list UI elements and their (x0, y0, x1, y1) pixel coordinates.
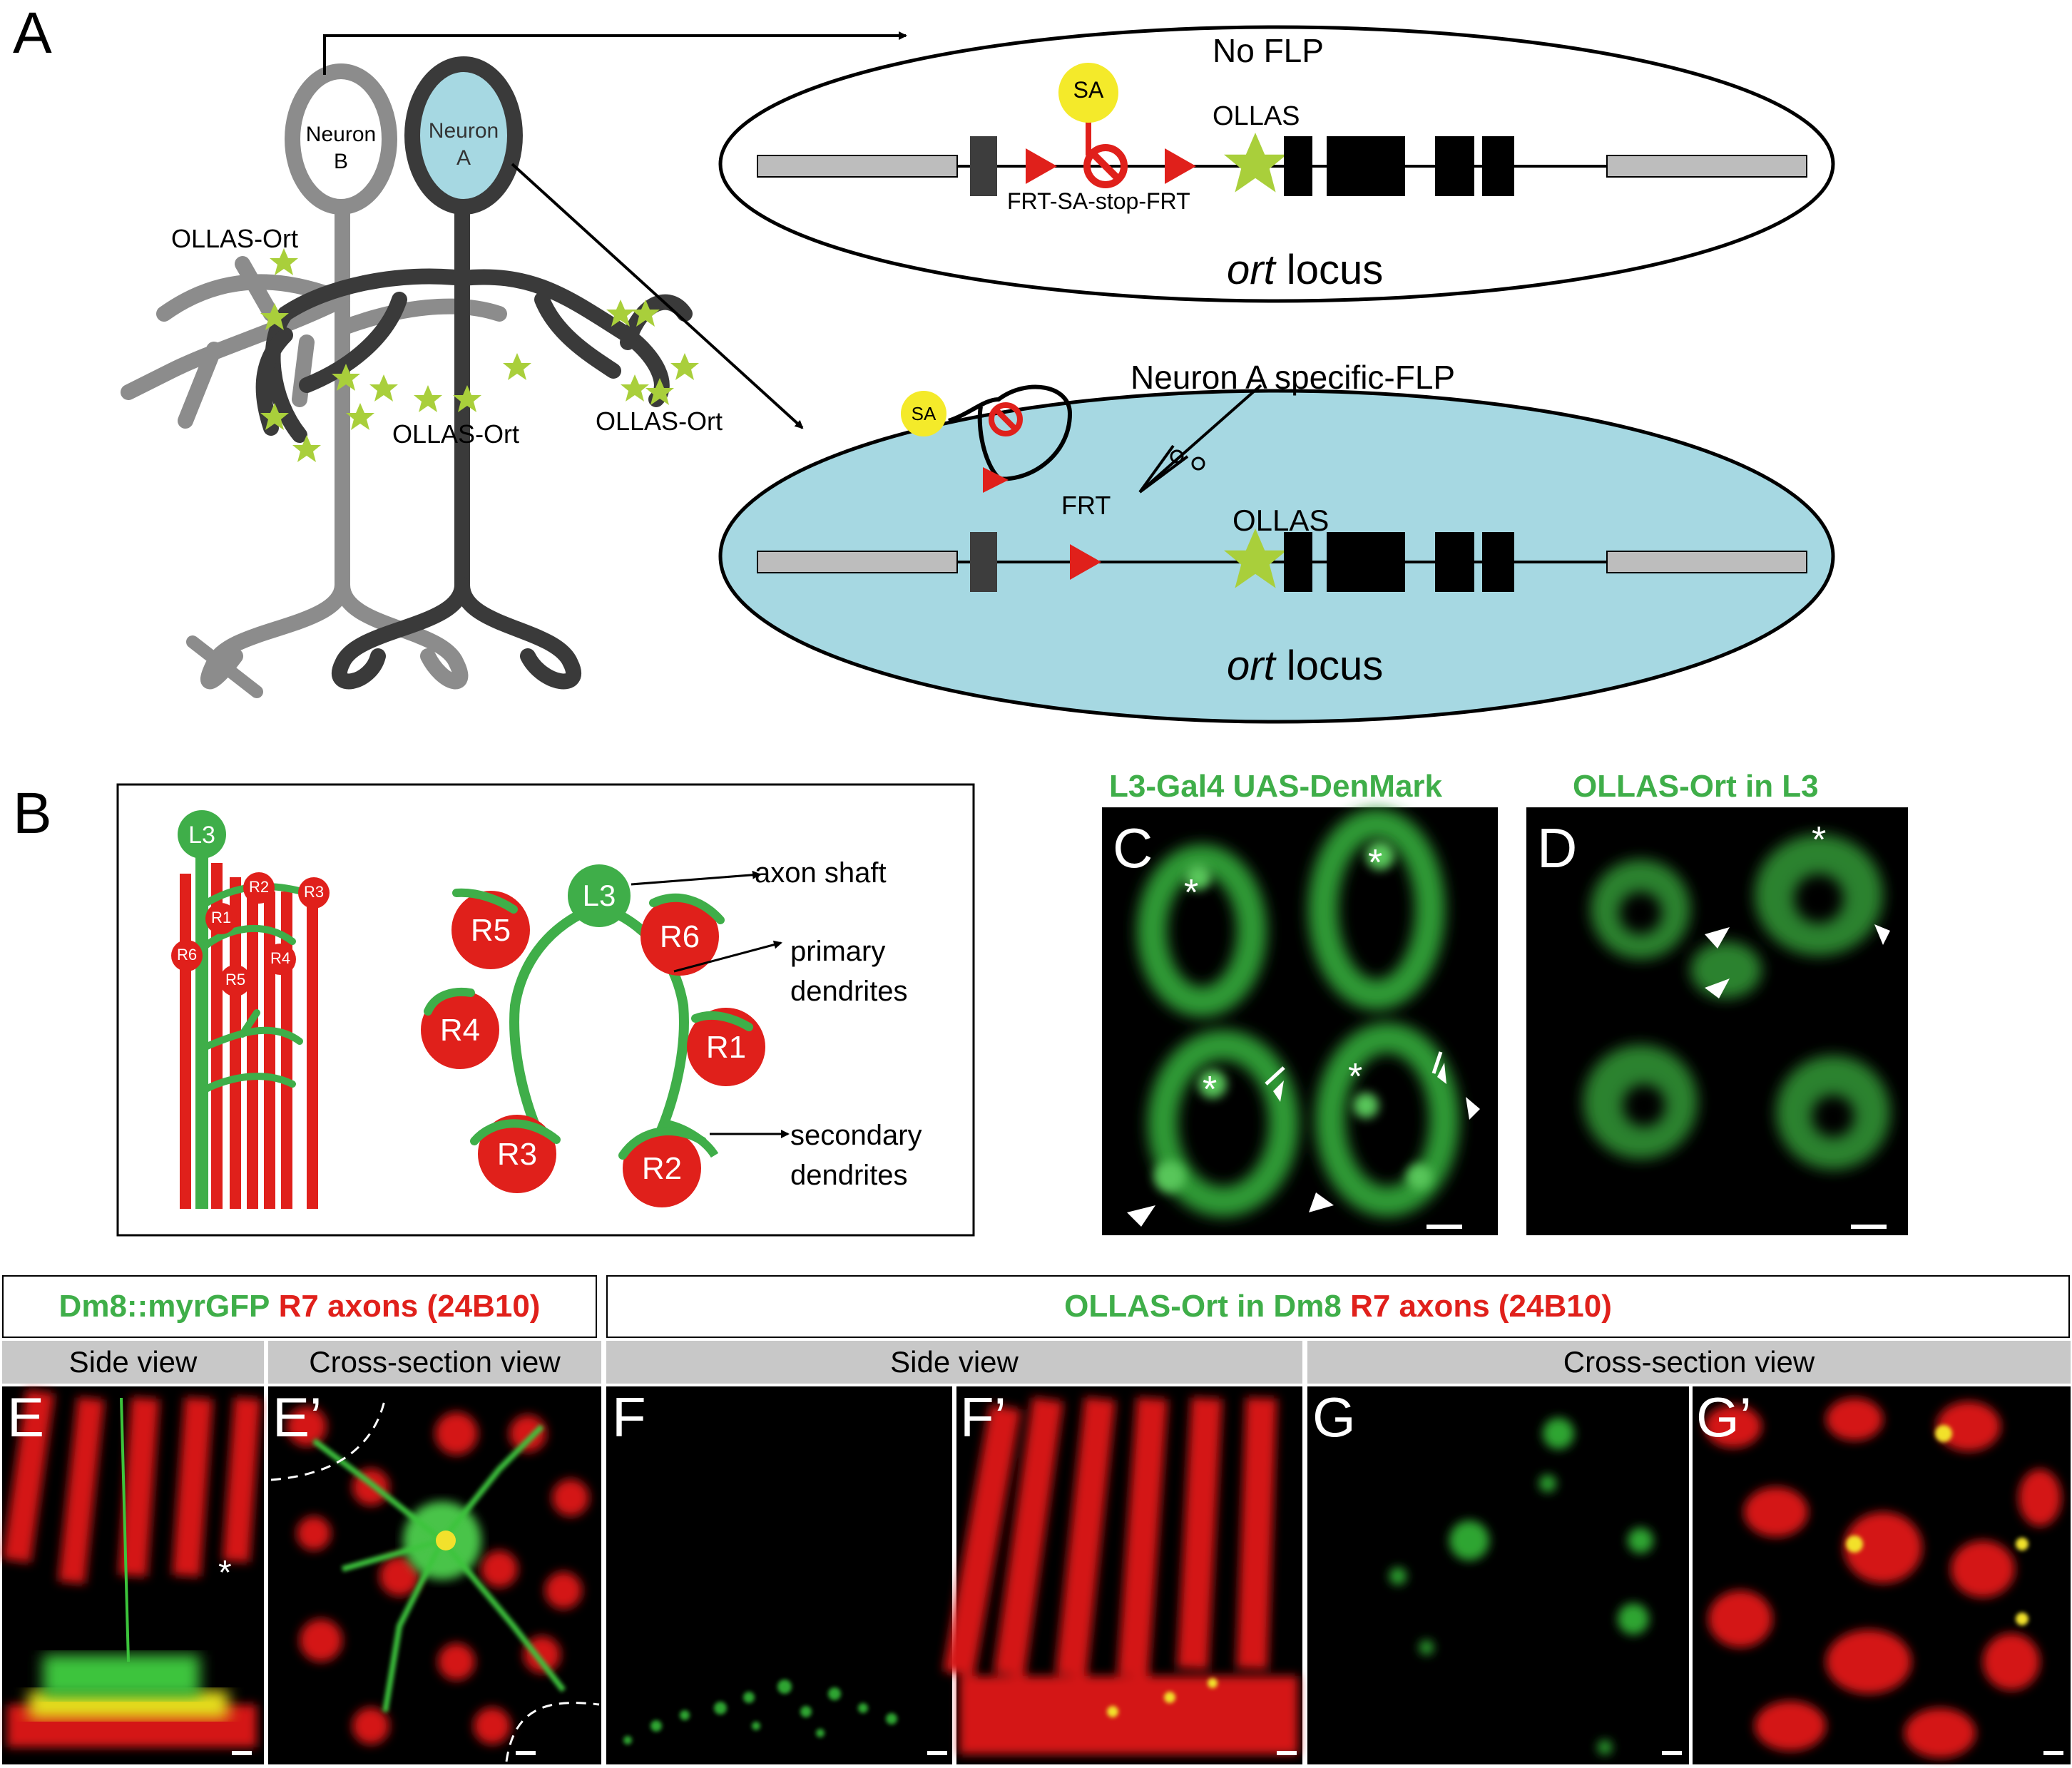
panel-label-a: A (13, 1, 52, 66)
c-asterisk-4: * (1348, 1056, 1363, 1098)
header-right-green: OLLAS-Ort in Dm8 (1064, 1289, 1342, 1324)
panel-label-e: E (7, 1386, 45, 1448)
ort-italic-top: ort (1227, 247, 1275, 293)
annot-primary-line2: dendrites (790, 976, 908, 1007)
b-left-r3: R3 (303, 883, 325, 901)
panel-c-micrograph (1102, 807, 1498, 1235)
d-asterisk: * (1812, 819, 1827, 861)
neuron-a-label: Neuron A (414, 118, 514, 172)
neuron-a-soma (404, 56, 523, 215)
neuron-a-label-line1: Neuron (428, 119, 499, 143)
ollas-ort-label-1: OLLAS-Ort (171, 224, 299, 253)
ort-locus-label-bottom: ort locus (1227, 642, 1383, 690)
c-asterisk-2: * (1368, 842, 1383, 884)
c-asterisk-1: * (1184, 872, 1199, 914)
header-right-red: R7 axons (24B10) (1350, 1289, 1612, 1324)
annot-secondary-line1: secondary (790, 1120, 922, 1151)
b-left-r6: R6 (176, 946, 198, 964)
ollas-label-bottom: OLLAS (1233, 504, 1330, 537)
ollas-ort-label-2: OLLAS-Ort (392, 419, 520, 449)
ollas-stars (260, 248, 699, 462)
ort-italic-bottom: ort (1227, 643, 1275, 689)
panel-label-g: G (1312, 1386, 1356, 1448)
neuron-b-label-line1: Neuron (305, 123, 377, 146)
c-asterisk-3: * (1203, 1069, 1218, 1110)
panel-f-micrograph (606, 1386, 952, 1764)
header-left-green: Dm8::myrGFP (58, 1289, 270, 1324)
b-right-r3: R3 (496, 1137, 538, 1172)
panel-label-d: D (1537, 817, 1578, 879)
panel-g-micrograph (1307, 1386, 1689, 1764)
arrow-to-flp (511, 163, 804, 429)
annot-secondary-dendrites: secondary dendrites (790, 1115, 922, 1195)
locus-word-bottom: locus (1275, 643, 1384, 689)
panel-e-micrograph (2, 1386, 264, 1764)
panel-label-g-prime: G’ (1696, 1386, 1752, 1448)
panel-label-f-prime: F’ (960, 1386, 1006, 1448)
header-dm8-myrgfp: Dm8::myrGFP R7 axons (24B10) (2, 1275, 597, 1338)
b-right-r6: R6 (659, 919, 700, 954)
neuron-b-label: Neuron B (294, 121, 388, 175)
ollas-ort-label-3: OLLAS-Ort (596, 407, 723, 436)
neuron-b-label-line2: B (333, 150, 348, 173)
panel-f2-micrograph (943, 1386, 1302, 1764)
b-left-r1: R1 (210, 909, 232, 926)
no-flp-locus (757, 63, 1807, 196)
b-right-r2: R2 (641, 1151, 683, 1186)
neuron-a-label-line2: A (456, 146, 471, 170)
view-bar-f-side: Side view (606, 1341, 1302, 1384)
cassette-label: FRT-SA-stop-FRT (1007, 188, 1190, 214)
e-asterisk: * (218, 1554, 232, 1592)
ollas-label-top: OLLAS (1213, 101, 1300, 131)
panel-a-diagram (121, 25, 1835, 724)
view-bar-e-cross: Cross-section view (268, 1341, 601, 1384)
b-left-l3: L3 (188, 822, 215, 849)
panel-label-e-prime: E’ (272, 1386, 322, 1448)
b-left-r4: R4 (270, 949, 291, 967)
b-right-r4: R4 (439, 1013, 481, 1048)
panel-c-title: L3-Gal4 UAS-DenMark (1109, 769, 1443, 804)
panel-d-micrograph (1526, 807, 1908, 1235)
arrow-to-no-flp (323, 31, 907, 75)
panel-label-f: F (612, 1386, 646, 1448)
b-right-r5: R5 (470, 913, 511, 948)
view-bar-g-cross: Cross-section view (1307, 1341, 2071, 1384)
no-flp-ellipse (718, 25, 1835, 303)
panel-label-c: C (1113, 817, 1153, 879)
locus-word-top: locus (1275, 247, 1384, 293)
flp-title: Neuron A specific-FLP (1131, 359, 1456, 396)
neuron-b-soma (285, 63, 397, 215)
annot-secondary-line2: dendrites (790, 1160, 908, 1191)
header-left-red: R7 axons (24B10) (278, 1289, 541, 1324)
annot-axon-shaft: axon shaft (755, 857, 887, 889)
b-right-l3: L3 (582, 879, 616, 912)
b-left-r2: R2 (248, 878, 270, 896)
view-bar-e-side: Side view (2, 1341, 264, 1384)
b-right-r1: R1 (705, 1030, 747, 1065)
header-ollas-ort-dm8: OLLAS-Ort in Dm8 R7 axons (24B10) (606, 1275, 2070, 1338)
panel-g2-micrograph (1693, 1386, 2071, 1764)
annot-primary-dendrites: primary dendrites (790, 931, 908, 1011)
panel-b-right-diagram (421, 864, 790, 1207)
no-flp-title: No FLP (1213, 32, 1324, 69)
panel-label-b: B (13, 781, 52, 846)
panel-e2-micrograph (268, 1386, 601, 1764)
frt-label: FRT (1061, 491, 1111, 520)
ort-locus-label-top: ort locus (1227, 246, 1383, 294)
annot-primary-line1: primary (790, 936, 886, 967)
b-left-r5: R5 (225, 971, 246, 988)
flp-locus (757, 384, 1807, 592)
sa-label-bottom: SA (911, 403, 937, 424)
panel-d-title: OLLAS-Ort in L3 (1573, 769, 1819, 804)
sa-label-top: SA (1073, 77, 1104, 103)
panel-b-left-diagram (171, 810, 330, 1209)
